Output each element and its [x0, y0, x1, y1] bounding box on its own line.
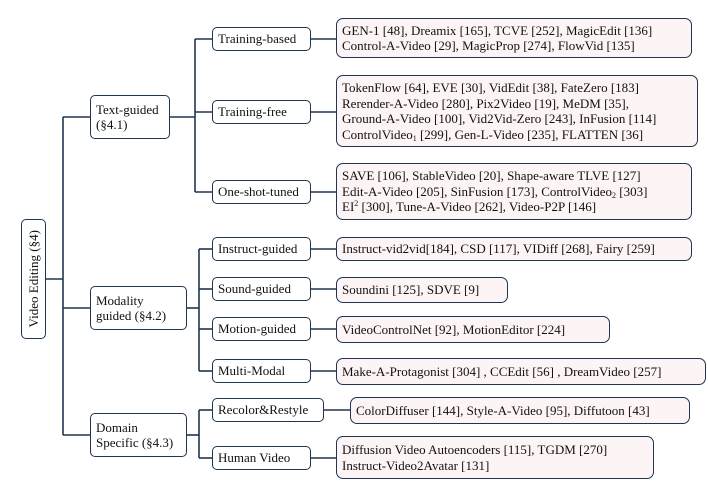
ref-line: Instruct-Video2Avatar [131] [342, 457, 490, 473]
subcategory-sound-guided: Sound-guided [212, 277, 311, 301]
subcategory-training-free: Training-free [212, 100, 311, 124]
ref-line: Instruct-vid2vid[184], CSD [117], VIDiff… [342, 241, 655, 257]
ref-line: SAVE [106], StableVideo [20], Shape-awar… [342, 168, 641, 184]
ref-line: Diffusion Video Autoencoders [115], TGDM… [342, 442, 608, 457]
root-node: Video Editing (§4) [21, 219, 46, 339]
subcategory-label: Recolor&Restyle [218, 402, 309, 418]
subcategory-motion-guided: Motion-guided [212, 317, 311, 341]
ref-line: Soundini [125], SDVE [9] [342, 282, 480, 298]
ref-line: VideoControlNet [92], MotionEditor [224] [342, 321, 566, 337]
subcategory-label: Training-free [218, 104, 287, 120]
refs-one-shot-tuned: SAVE [106], StableVideo [20], Shape-awar… [336, 163, 692, 220]
subcategory-multi-modal: Multi-Modal [212, 359, 311, 383]
ref-line: Rerender-A-Video [280], Pix2Video [19], … [342, 95, 629, 111]
category-label-line2: (§4.1) [96, 117, 128, 132]
root-label: Video Editing (§4) [25, 230, 41, 328]
subcategory-label: Instruct-guided [218, 241, 298, 257]
refs-recolor-restyle: ColorDiffuser [144], Style-A-Video [95],… [350, 397, 690, 424]
ref-line: ColorDiffuser [144], Style-A-Video [95],… [356, 402, 650, 418]
refs-sound-guided: Soundini [125], SDVE [9] [336, 277, 508, 303]
category-domain-specific: Domain Specific (§4.3) [90, 413, 187, 457]
category-label-line1: Domain [96, 419, 138, 435]
subcategory-label: Multi-Modal [218, 363, 286, 379]
category-label-line2: guided (§4.2) [96, 308, 167, 323]
refs-instruct-guided: Instruct-vid2vid[184], CSD [117], VIDiff… [336, 237, 692, 261]
ref-line-controlvideo2: Edit-A-Video [205], SinFusion [173], Con… [342, 183, 648, 200]
refs-motion-guided: VideoControlNet [92], MotionEditor [224] [336, 316, 610, 343]
refs-human-video: Diffusion Video Autoencoders [115], TGDM… [336, 436, 654, 479]
subcategory-one-shot-tuned: One-shot-tuned [212, 180, 311, 204]
category-label-line1: Modality [96, 292, 144, 308]
ref-line-controlvideo1: ControlVideo1 [299], Gen-L-Video [235], … [342, 126, 644, 143]
category-label-line2: Specific (§4.3) [96, 435, 174, 450]
subcategory-label: Training-based [218, 31, 297, 47]
category-modality-guided: Modality guided (§4.2) [90, 286, 187, 330]
category-label-line1: Text-guided [96, 101, 159, 117]
subcategory-label: Sound-guided [218, 281, 291, 297]
refs-training-free: TokenFlow [64], EVE [30], VidEdit [38], … [336, 75, 698, 147]
ref-line: Make-A-Protagonist [304] , CCEdit [56] ,… [342, 363, 662, 379]
subcategory-recolor-restyle: Recolor&Restyle [212, 398, 324, 422]
ref-line-ei2: EI2 [300], Tune-A-Video [262], Video-P2P… [342, 199, 597, 215]
refs-training-based: GEN-1 [48], Dreamix [165], TCVE [252], M… [336, 18, 692, 58]
category-text-guided: Text-guided (§4.1) [90, 95, 170, 139]
subcategory-label: One-shot-tuned [218, 184, 299, 200]
subcategory-instruct-guided: Instruct-guided [212, 237, 311, 261]
ref-line: TokenFlow [64], EVE [30], VidEdit [38], … [342, 80, 640, 95]
ref-line: Ground-A-Video [100], Vid2Vid-Zero [243]… [342, 111, 657, 126]
subcategory-human-video: Human Video [212, 446, 311, 470]
ref-line: Control-A-Video [29], MagicProp [274], F… [342, 38, 635, 53]
subcategory-training-based: Training-based [212, 27, 311, 51]
ref-line: GEN-1 [48], Dreamix [165], TCVE [252], M… [342, 22, 653, 38]
subcategory-label: Motion-guided [218, 321, 296, 337]
refs-multi-modal: Make-A-Protagonist [304] , CCEdit [56] ,… [336, 358, 706, 385]
subcategory-label: Human Video [218, 450, 291, 466]
